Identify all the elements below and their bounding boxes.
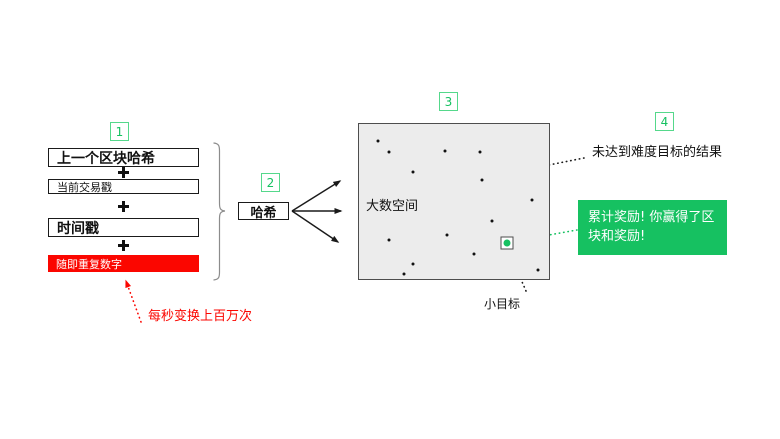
step-number: 1 <box>115 124 124 139</box>
miss-result-text: 未达到难度目标的结果 <box>592 145 723 160</box>
input-box-label: 随即重复数字 <box>56 257 122 271</box>
target-label: 小目标 <box>484 297 521 311</box>
hash-box: 哈希 <box>238 202 289 221</box>
hash-fanout-arrows <box>291 180 343 243</box>
input-box-current-transactions: 当前交易戳 <box>48 179 199 194</box>
reward-box: 累计奖励! 你赢得了区块和奖励! <box>578 200 727 255</box>
hash-result-dot <box>402 272 406 276</box>
step-number: 4 <box>660 114 669 129</box>
plus-icon <box>118 201 129 212</box>
hash-result-dot <box>472 252 476 256</box>
hash-result-dot <box>387 150 391 154</box>
winning-hash-dot <box>503 239 511 247</box>
hash-result-dot <box>490 219 494 223</box>
step-badge-3: 3 <box>439 92 458 111</box>
target-box <box>500 236 514 250</box>
hash-result-dot <box>376 139 380 143</box>
input-box-label: 时间戳 <box>57 220 99 237</box>
nonce-annotation: 每秒变换上百万次 <box>148 309 253 324</box>
hash-result-dot <box>411 170 415 174</box>
hash-result-dot <box>443 149 447 153</box>
input-box-previous-block-hash: 上一个区块哈希 <box>48 148 199 167</box>
hash-box-label: 哈希 <box>250 205 277 221</box>
plus-icon <box>118 167 129 178</box>
input-box-timestamp: 时间戳 <box>48 218 199 237</box>
step-badge-4: 4 <box>655 112 674 131</box>
brace-icon <box>213 142 226 281</box>
number-space: 大数空间 <box>358 123 550 280</box>
input-box-label: 上一个区块哈希 <box>57 150 155 167</box>
hash-result-dot <box>478 150 482 154</box>
step-badge-2: 2 <box>261 173 280 192</box>
number-space-label: 大数空间 <box>366 199 419 214</box>
input-box-label: 当前交易戳 <box>57 180 112 194</box>
reward-box-label: 累计奖励! 你赢得了区块和奖励! <box>588 210 715 244</box>
step-number: 3 <box>444 94 453 109</box>
hash-result-dot <box>387 238 391 242</box>
hash-result-dot <box>480 178 484 182</box>
hash-result-dot <box>411 262 415 266</box>
plus-icon <box>118 240 129 251</box>
hash-result-dot <box>530 198 534 202</box>
nonce-dotted-arrow <box>125 279 142 323</box>
input-box-nonce: 随即重复数字 <box>48 255 199 272</box>
hash-result-dot <box>445 233 449 237</box>
step-number: 2 <box>266 175 275 190</box>
step-badge-1: 1 <box>110 122 129 141</box>
hash-result-dot <box>536 268 540 272</box>
